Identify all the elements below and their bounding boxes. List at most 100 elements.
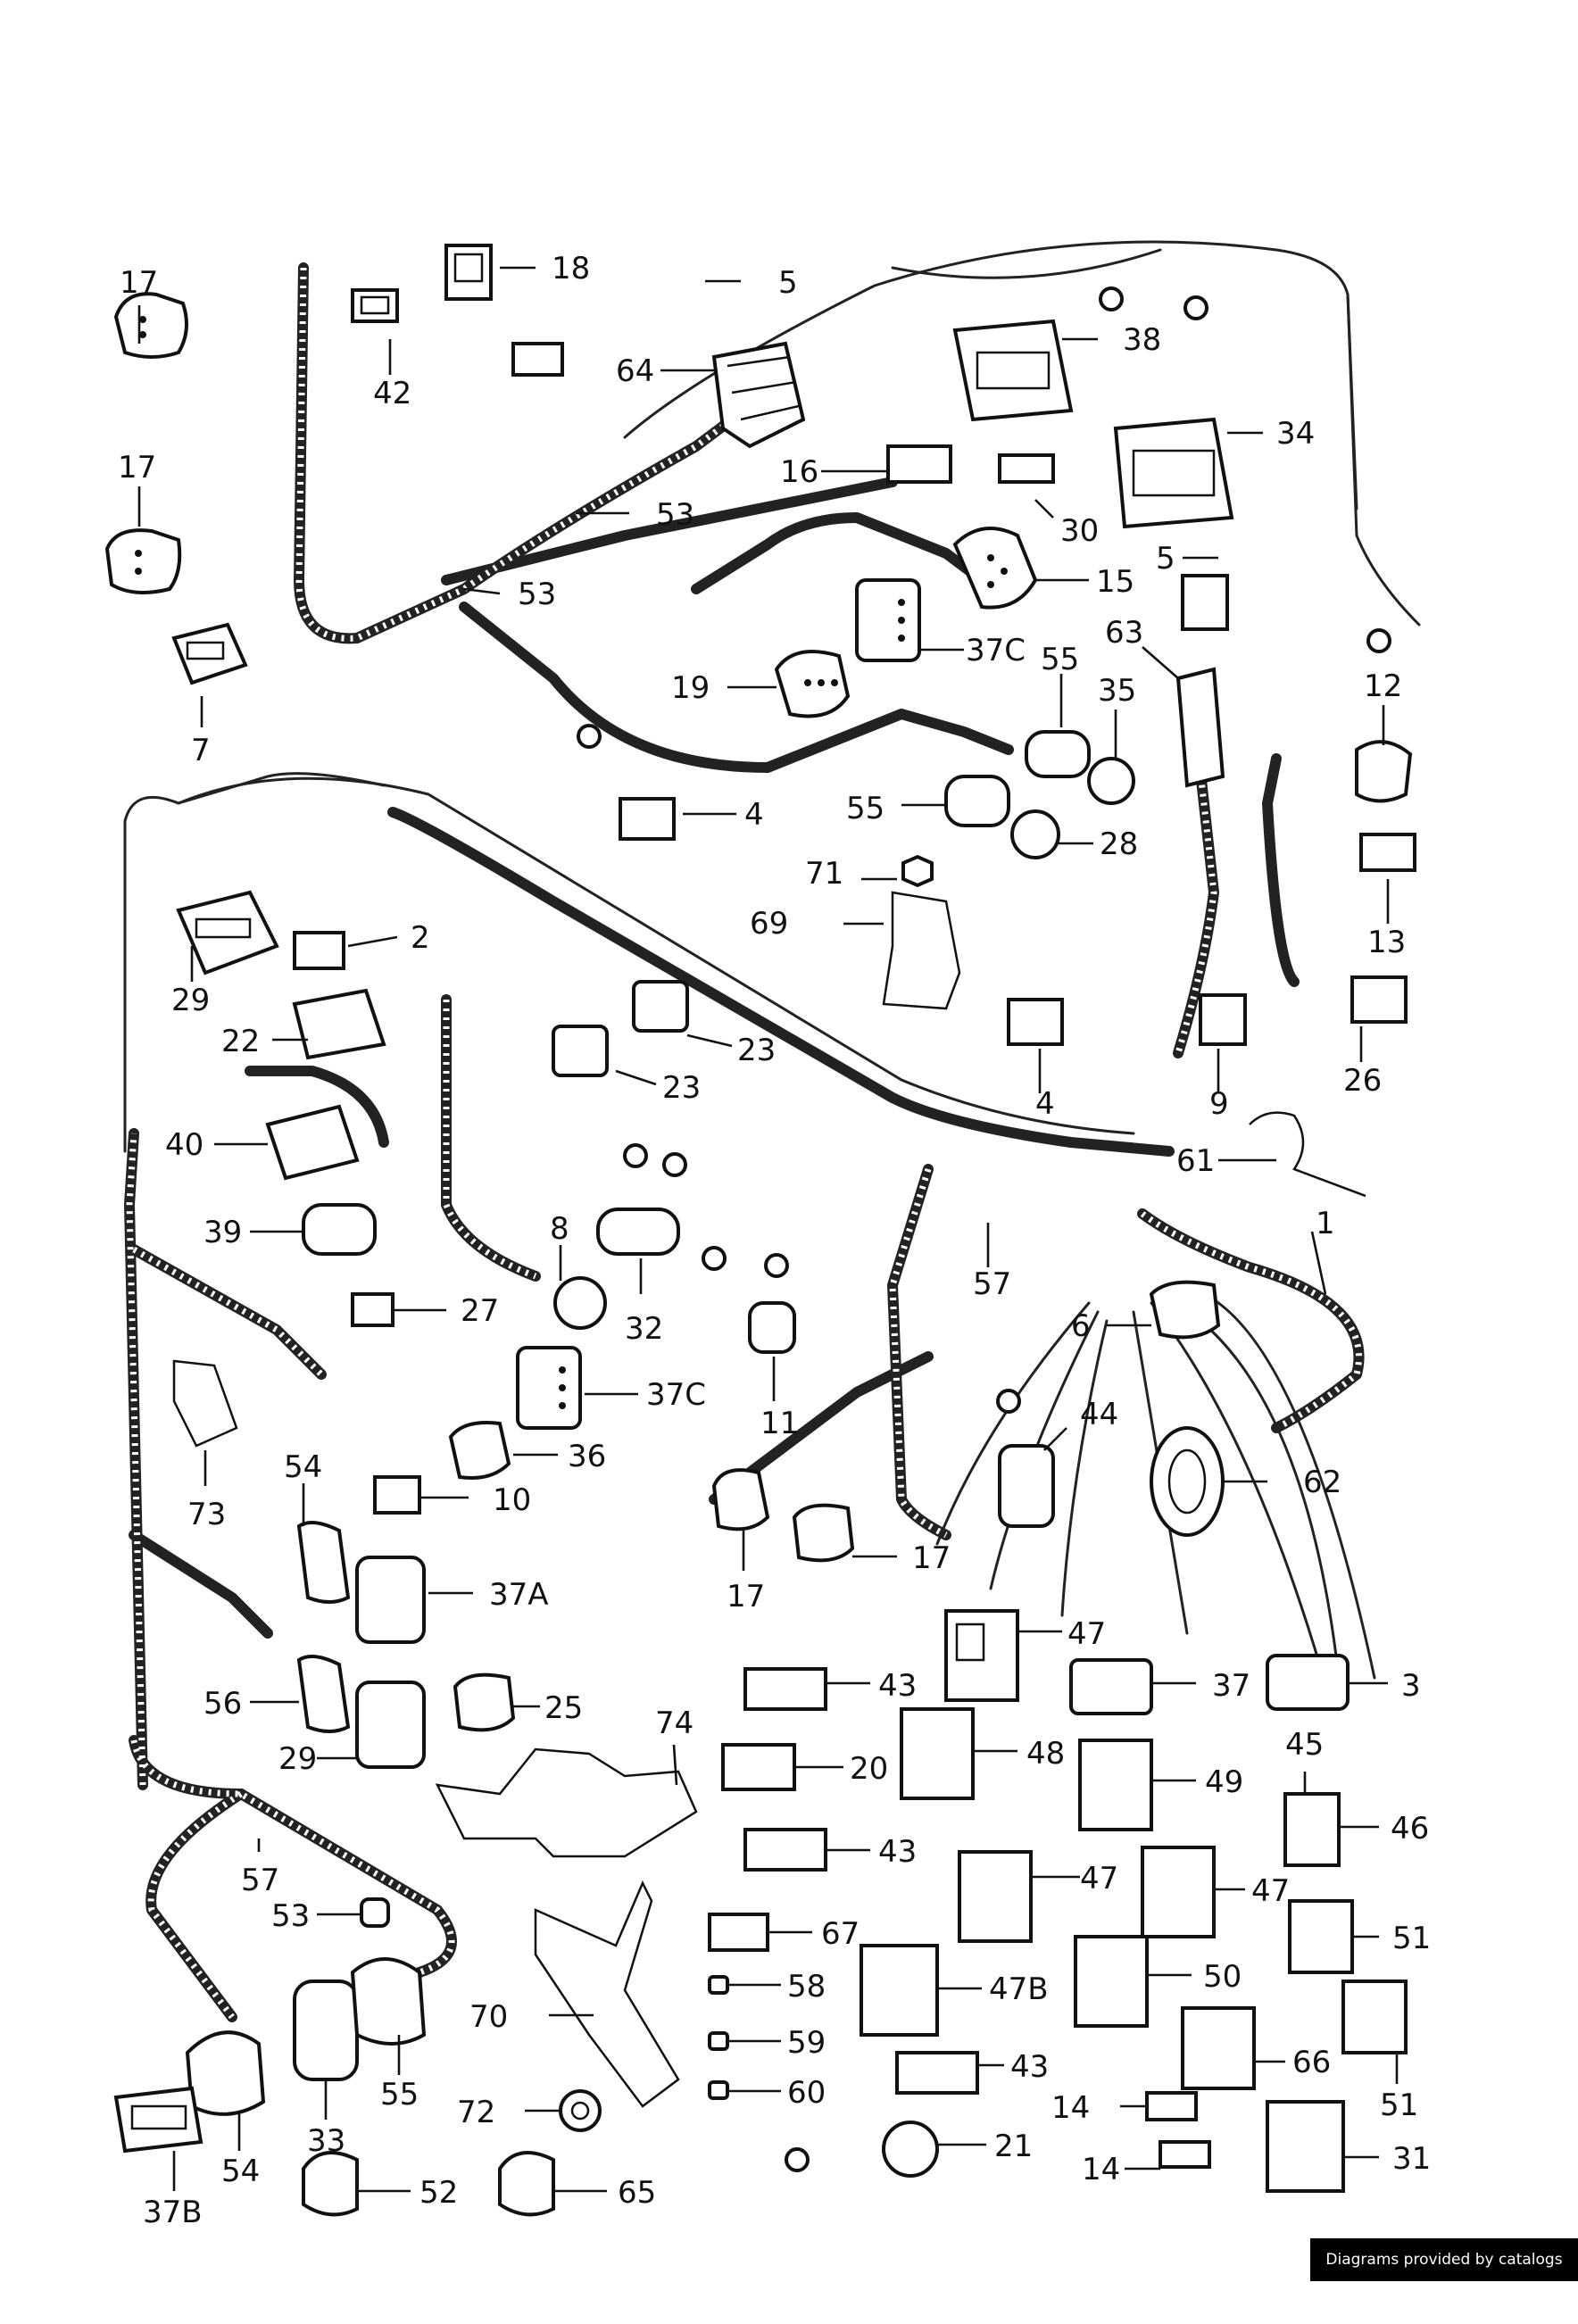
boot-54-bottom	[185, 2030, 266, 2116]
cap-65	[498, 2151, 555, 2217]
connector-17-second	[104, 528, 182, 594]
callout-18: 18	[552, 251, 590, 286]
callout-43: 43	[878, 1668, 917, 1704]
seal-53	[360, 1897, 390, 1928]
connector-55-mid	[944, 775, 1010, 827]
callout-9: 9	[1209, 1086, 1229, 1122]
grommet-62	[1150, 1426, 1225, 1537]
ring-terminals	[577, 286, 1391, 2172]
callout-14: 14	[1051, 2090, 1090, 2126]
connector-43-second	[743, 1828, 827, 1872]
connector-30	[998, 453, 1055, 484]
callout-21: 21	[994, 2129, 1033, 2164]
connector-32	[596, 1208, 680, 1256]
callout-56: 56	[203, 1686, 242, 1722]
callout-62: 62	[1303, 1465, 1341, 1500]
connector-42	[351, 288, 399, 323]
bracket-73	[172, 1359, 238, 1448]
connector-31	[1266, 2100, 1345, 2193]
callout-29: 29	[278, 1741, 317, 1777]
callout-71: 71	[805, 856, 843, 892]
callout-45: 45	[1285, 1727, 1324, 1763]
cable-tie-61	[1249, 1111, 1366, 1198]
nut-71	[901, 854, 934, 888]
callout-47B: 47B	[989, 1971, 1049, 2007]
connectors	[104, 244, 1416, 2217]
connector-63	[1175, 667, 1225, 788]
connector-40	[265, 1104, 360, 1181]
callout-43: 43	[878, 1834, 917, 1870]
callout-51: 51	[1380, 2087, 1418, 2123]
connector-47-first	[944, 1609, 1019, 1702]
callout-53: 53	[656, 497, 694, 533]
callout-36: 36	[568, 1439, 606, 1474]
connector-4-top	[619, 797, 676, 841]
callout-72: 72	[457, 2095, 495, 2130]
callout-27: 27	[461, 1293, 499, 1329]
connector-37	[1069, 1658, 1153, 1715]
callout-52: 52	[419, 2175, 458, 2211]
callout-47: 47	[1080, 1861, 1118, 1897]
callout-74: 74	[655, 1706, 693, 1741]
connector-15	[952, 527, 1038, 610]
callout-66: 66	[1292, 2045, 1331, 2080]
connector-44	[998, 1444, 1055, 1528]
connector-18	[444, 244, 493, 301]
connector-17-top	[113, 292, 188, 359]
boot-56	[296, 1655, 351, 1733]
callout-2: 2	[411, 920, 430, 956]
callout-17: 17	[120, 265, 158, 301]
callout-61: 61	[1176, 1143, 1215, 1179]
bracket-70	[534, 1880, 680, 2108]
callout-59: 59	[787, 2025, 826, 2061]
connector-14-first	[1145, 2091, 1198, 2121]
connector-5-right	[1181, 574, 1229, 631]
callout-28: 28	[1100, 826, 1138, 862]
connector-66	[1181, 2006, 1256, 2090]
callout-54: 54	[221, 2154, 260, 2189]
connector-26	[1350, 975, 1408, 1024]
connector-4-right	[1007, 998, 1064, 1046]
callout-44: 44	[1080, 1397, 1118, 1432]
connector-12	[1355, 740, 1413, 803]
callout-15: 15	[1096, 564, 1134, 600]
callout-20: 20	[850, 1751, 888, 1787]
callout-16: 16	[780, 454, 818, 490]
connector-51-bottom	[1341, 1980, 1408, 2054]
callout-5: 5	[1156, 541, 1175, 577]
callout-53: 53	[271, 1898, 310, 1934]
callout-17: 17	[912, 1540, 951, 1576]
callout-4: 4	[1035, 1086, 1055, 1122]
callout-69: 69	[750, 906, 788, 942]
callout-6: 6	[1071, 1308, 1091, 1344]
connector-23-bottom	[552, 1025, 609, 1077]
pin-58	[708, 1975, 729, 1995]
connector-3	[1266, 1654, 1350, 1711]
callout-37B: 37B	[143, 2195, 203, 2230]
connector-64-grommet	[711, 341, 806, 449]
connector-17-lower-left	[711, 1468, 770, 1531]
boot-54-top	[296, 1521, 351, 1604]
callout-35: 35	[1098, 673, 1136, 709]
callout-1: 1	[1316, 1206, 1335, 1241]
callout-5: 5	[778, 265, 798, 301]
connector-27	[351, 1292, 394, 1327]
callout-51: 51	[1392, 1921, 1431, 1956]
pin-60	[708, 2080, 729, 2100]
connector-38	[952, 319, 1074, 422]
connector-33	[293, 1980, 359, 2081]
callout-38: 38	[1123, 322, 1161, 358]
connector-48	[900, 1707, 975, 1800]
bracket-74	[435, 1747, 698, 1858]
connector-29-bottom	[355, 1681, 426, 1769]
callout-70: 70	[469, 1999, 508, 2035]
connector-47-third	[1141, 1846, 1216, 1938]
callout-43: 43	[1010, 2049, 1049, 2085]
connector-37C-mid	[516, 1346, 582, 1430]
connector-34	[1113, 417, 1234, 529]
connector-17-lower-right	[792, 1503, 855, 1563]
callout-58: 58	[787, 1969, 826, 2004]
connector-13	[1359, 833, 1416, 872]
callout-37A: 37A	[489, 1577, 549, 1613]
